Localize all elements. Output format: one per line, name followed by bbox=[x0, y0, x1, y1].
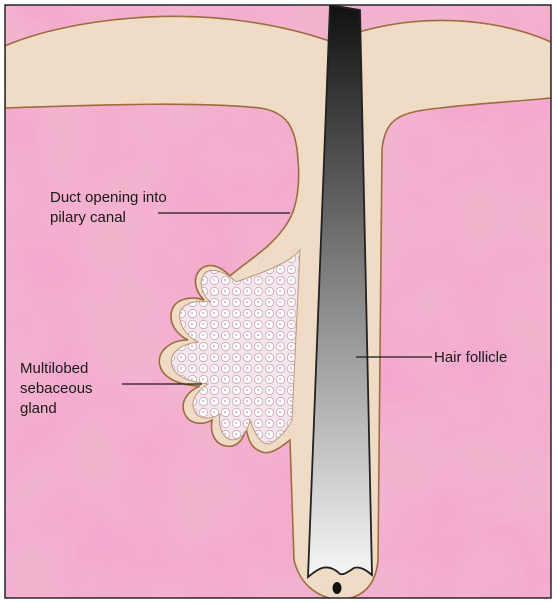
label-duct-opening-line2: pilary canal bbox=[50, 209, 126, 226]
label-gland-line3: gland bbox=[20, 400, 57, 417]
dermal-papilla bbox=[333, 582, 342, 594]
label-duct-opening-line1: Duct opening into bbox=[50, 189, 167, 206]
label-hair-follicle: Hair follicle bbox=[434, 349, 507, 366]
label-gland-line2: sebaceous bbox=[20, 380, 93, 397]
label-gland-line1: Multilobed bbox=[20, 360, 88, 377]
